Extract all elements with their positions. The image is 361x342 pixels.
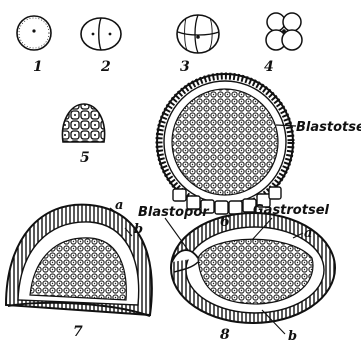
stage-2-two-cells — [81, 18, 121, 50]
label-a-stage-7: a — [115, 198, 123, 213]
stage-4-eight-cells — [266, 13, 302, 50]
label-b-stage-7: b — [134, 222, 143, 237]
stage-3-number: 3 — [180, 59, 190, 75]
stage-4-number: 4 — [264, 59, 274, 75]
stage-1-number: 1 — [33, 59, 43, 75]
stage-2-number: 2 — [100, 59, 111, 75]
stage-6-blastula — [157, 74, 296, 214]
stage-5-number: 5 — [80, 150, 90, 166]
blastotsel-label: Blastotsel — [296, 120, 361, 135]
stage-3-four-cells — [177, 15, 219, 53]
gastrotsel-label: Gastrotsel — [253, 203, 330, 218]
stage-6-number: 6 — [220, 214, 230, 230]
stage-5-morula — [62, 104, 104, 142]
blastopor-pointer — [165, 218, 188, 250]
label-a-stage-8: a — [304, 226, 312, 241]
stage-7-number: 7 — [73, 324, 83, 340]
stage-1-zygote — [17, 16, 51, 50]
stage-8-number: 8 — [220, 327, 230, 342]
stage-7-early-gastrula — [6, 205, 152, 316]
blastopor-label: Blastopor — [138, 205, 210, 220]
label-b-stage-8: b — [288, 329, 297, 342]
